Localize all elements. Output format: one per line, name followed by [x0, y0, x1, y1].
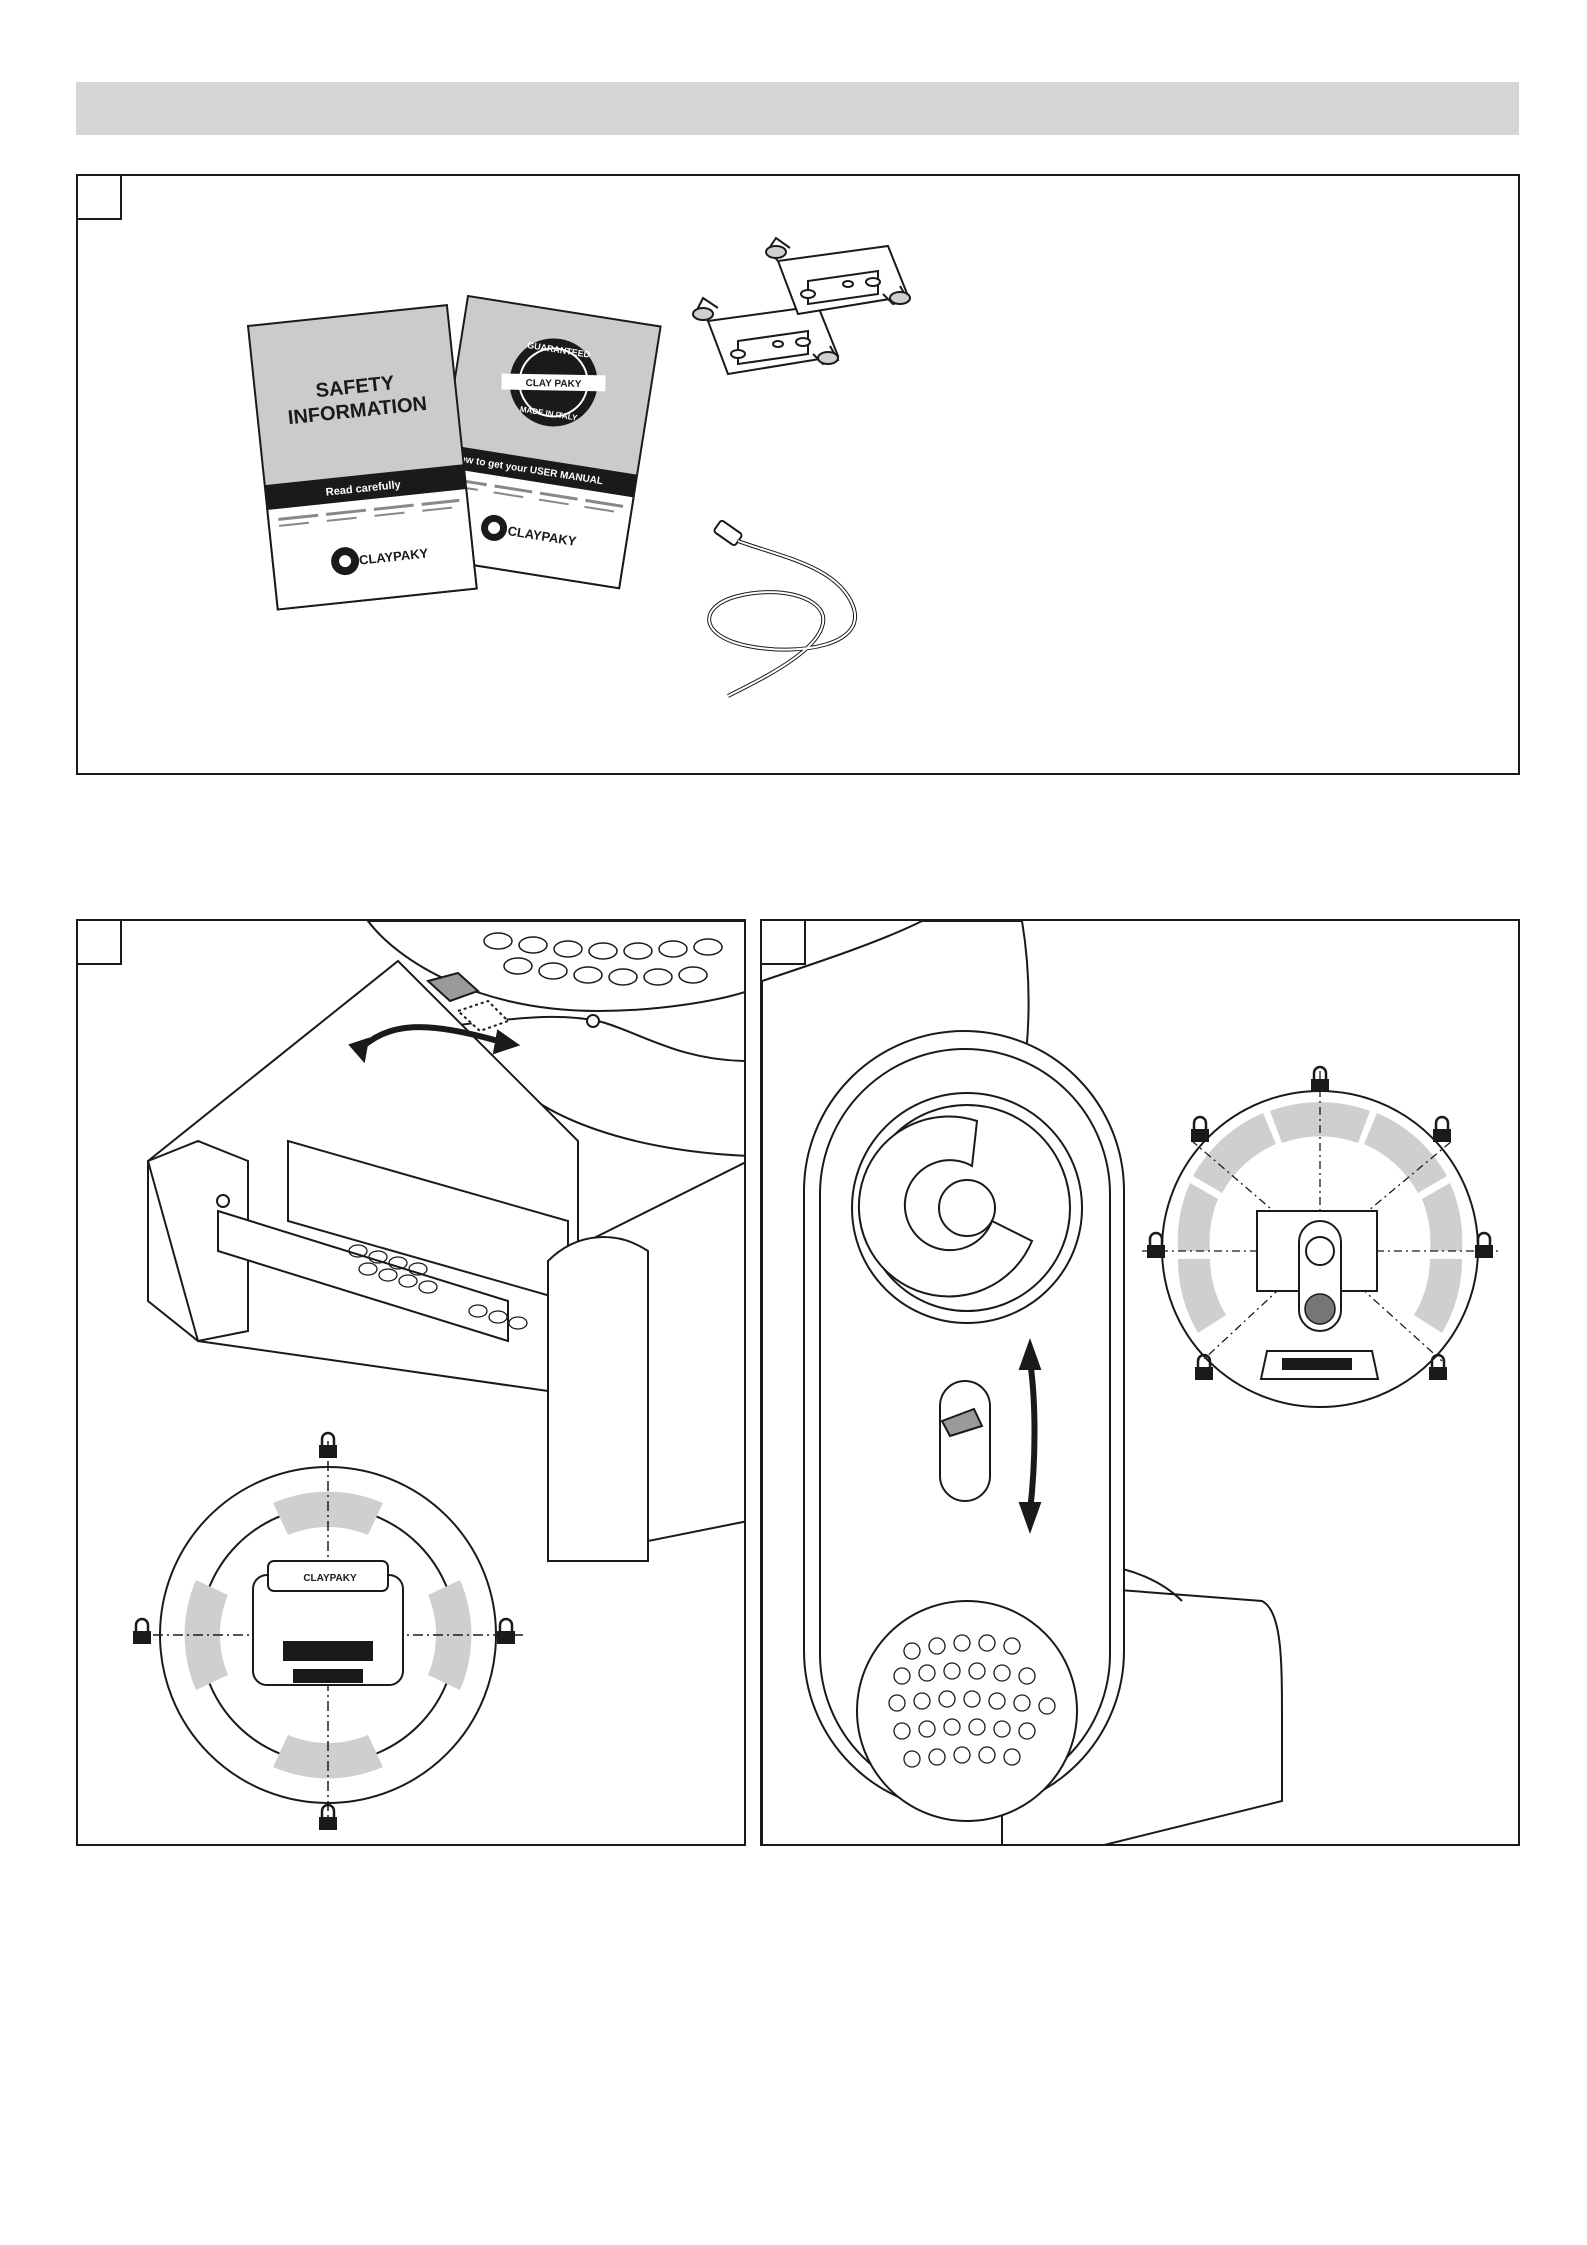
pan-lock-panel: CLAYPAKY: [76, 919, 746, 1846]
lock-icon: [1429, 1355, 1447, 1380]
lock-icon: [1433, 1117, 1451, 1142]
lock-icon: [1147, 1233, 1165, 1258]
base-brand-text: CLAYPAKY: [303, 1573, 357, 1584]
safety-information-booklet: SAFETY INFORMATION Read carefully CLAYPA…: [248, 305, 477, 609]
omega-bracket-icon: [766, 238, 910, 314]
pan-lock-positions-diagram: CLAYPAKY: [133, 1433, 523, 1830]
lock-icon: [497, 1619, 515, 1644]
lock-icon: [1311, 1067, 1329, 1092]
tilt-side-cover-icon: [804, 1031, 1124, 1821]
lock-icon: [1195, 1355, 1213, 1380]
lock-icon: [319, 1433, 337, 1458]
lock-icon: [133, 1619, 151, 1644]
package-contents-panel: GUARANTEED CLAY PAKY MADE IN ITALY How t…: [76, 174, 1520, 775]
seal-brand-text: CLAY PAKY: [525, 378, 581, 390]
tilt-lock-illustration: [762, 921, 1520, 1846]
fixture-base-icon: [148, 961, 746, 1561]
power-cable-icon: [709, 520, 855, 696]
tilt-lock-positions-diagram: [1142, 1067, 1502, 1407]
section-header-bar: [76, 82, 1519, 135]
package-contents-illustration: GUARANTEED CLAY PAKY MADE IN ITALY How t…: [78, 176, 1520, 775]
pan-lock-illustration: CLAYPAKY: [78, 921, 746, 1846]
lock-icon: [1191, 1117, 1209, 1142]
tilt-lock-panel: [760, 919, 1520, 1846]
lock-icon: [1475, 1233, 1493, 1258]
